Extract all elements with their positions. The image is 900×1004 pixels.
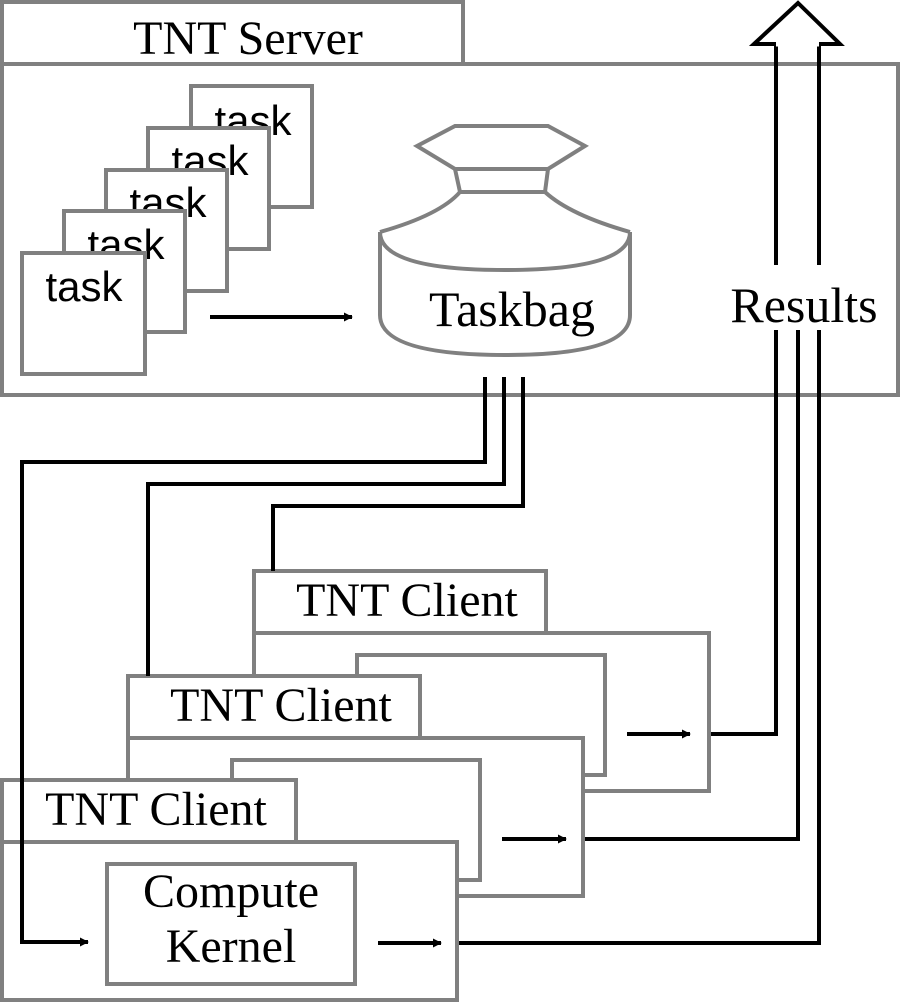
compute-kernel-box xyxy=(105,862,357,986)
taskbag-body xyxy=(378,232,632,358)
taskbag-neck xyxy=(379,190,631,234)
taskbag-rim xyxy=(378,231,632,273)
client-middle-to-results-wire xyxy=(585,330,800,841)
results-bus-upper xyxy=(774,44,821,265)
task-card xyxy=(20,251,147,376)
server-title: TNT Server xyxy=(133,12,363,65)
taskbag-to-client-front-wire xyxy=(20,377,487,947)
results-arrow-icon xyxy=(748,0,845,46)
client-back-to-results-wire xyxy=(711,330,778,736)
taskbag-to-client-middle-wire xyxy=(146,377,506,676)
compute-kernel-line2: Kernel xyxy=(166,920,297,973)
taskbag: Taskbag xyxy=(378,124,632,358)
taskbag-to-client-back-wire xyxy=(271,377,525,571)
task-distribution-wires xyxy=(20,377,525,947)
results-label: Results xyxy=(730,277,877,333)
client-title: TNT Client xyxy=(170,679,392,732)
client-title-tab xyxy=(0,778,298,844)
task-stack: task task task task task xyxy=(20,84,314,376)
compute-kernel-line1: Compute xyxy=(143,865,319,918)
tnt-client-front: TNT Client Compute Kernel xyxy=(0,778,459,1002)
taskbag-funnel-icon xyxy=(412,124,589,171)
result-wires xyxy=(459,44,821,945)
client-front-to-results-wire xyxy=(459,330,821,945)
client-title: TNT Client xyxy=(45,783,267,836)
client-title-tab xyxy=(252,569,548,635)
taskbag-label: Taskbag xyxy=(429,281,595,337)
server-title-tab xyxy=(0,0,465,66)
client-title: TNT Client xyxy=(296,574,518,627)
task-label: task xyxy=(45,263,123,310)
client-title-tab xyxy=(126,674,422,740)
